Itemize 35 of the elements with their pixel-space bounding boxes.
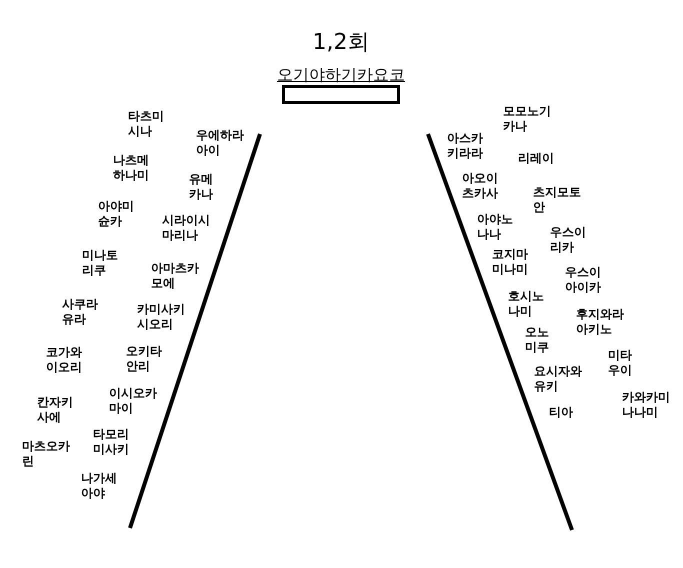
name-text: 나츠메 하나미 [113,153,149,183]
name-text: 마츠오카 린 [22,439,70,469]
name-text: 칸자키 사에 [37,395,73,425]
title-text: 1,2회 [312,30,370,56]
name-text: 아스카 키라라 [447,131,483,161]
name-text: 요시자와 유키 [534,364,582,394]
name-text: 오키타 안리 [126,344,162,374]
name-text: 카미사키 시오리 [137,302,185,332]
name-text: 시라이시 마리나 [162,213,210,243]
name-text: 티아 [549,405,573,420]
name-text: 코지마 미나미 [492,247,528,277]
name-text: 아야미 슌카 [98,199,134,229]
name-text: 사쿠라 유라 [62,297,98,327]
name-text: 타모리 미사키 [93,427,129,457]
name-text: 우에하라 아이 [196,128,244,158]
name-text: 아야노 나나 [477,212,513,242]
name-text: 오노 미쿠 [525,325,549,355]
name-text: 나가세 아야 [81,471,117,501]
name-text: 모모노기 카나 [503,104,551,134]
name-text: 리레이 [518,151,554,166]
name-text: 미나토 리쿠 [82,248,118,278]
name-text: 코가와 이오리 [46,345,82,375]
heading-text: 오기야하기카요코 [277,66,405,83]
name-text: 이시오카 마이 [109,386,157,416]
name-text: 미타 우이 [608,348,632,378]
name-text: 우스이 리카 [550,225,586,255]
name-text: 아마츠카 모에 [151,261,199,291]
name-text: 아오이 츠카사 [462,171,498,201]
name-text: 유메 카나 [189,172,213,202]
name-text: 타츠미 시나 [128,109,164,139]
name-text: 호시노 나미 [508,289,544,319]
name-text: 후지와라 아키노 [576,307,624,337]
name-text: 우스이 아이카 [565,265,601,295]
name-text: 츠지모토 안 [533,185,581,215]
name-text: 카와카미 나나미 [622,390,670,420]
